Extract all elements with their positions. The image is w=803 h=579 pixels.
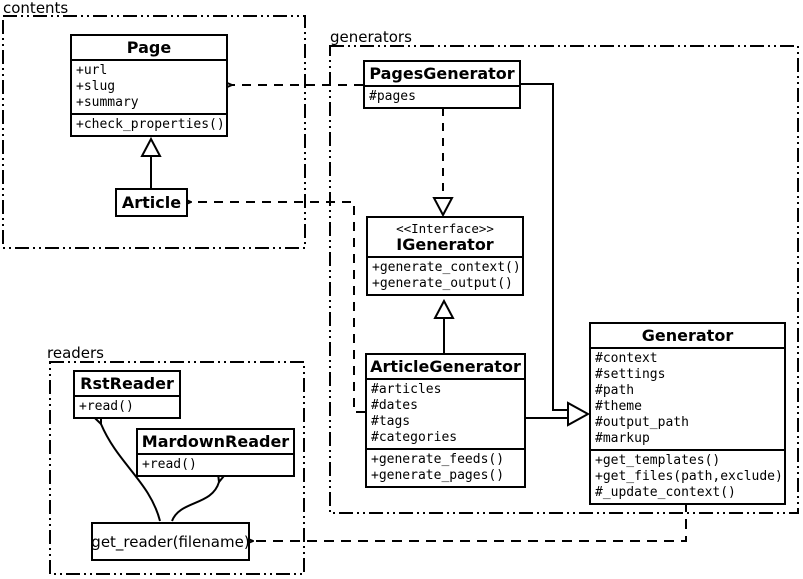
class-article-title: Article [121, 193, 182, 212]
class-page-methods: +check_properties() [72, 113, 226, 135]
class-pagesgenerator-attributes: #pages [365, 85, 519, 107]
class-articlegenerator-methods: +generate_feeds() +generate_pages() [367, 448, 524, 486]
class-pagesgenerator: PagesGenerator #pages [363, 60, 521, 109]
class-articlegenerator-attributes: #articles #dates #tags #categories [367, 378, 524, 448]
class-pagesgenerator-title: PagesGenerator [369, 64, 515, 83]
class-igenerator-title: <<Interface>> IGenerator [368, 218, 522, 256]
class-page-title: Page [126, 38, 172, 57]
class-generator: Generator #context #settings #path #them… [589, 322, 786, 505]
class-page: Page +url +slug +summary +check_properti… [70, 34, 228, 137]
class-article: Article [115, 188, 188, 217]
class-igenerator-stereotype: <<Interface>> [396, 221, 494, 236]
function-get-reader: get_reader(filename) [91, 522, 250, 561]
class-articlegenerator: ArticleGenerator #articles #dates #tags … [365, 353, 526, 488]
class-mardownreader: MardownReader +read() [136, 428, 295, 477]
class-page-attributes: +url +slug +summary [72, 59, 226, 113]
edge-pagesgenerator-generator [520, 83, 568, 411]
class-mardownreader-methods: +read() [138, 453, 293, 475]
class-generator-title: Generator [641, 326, 734, 345]
edge-generator-getreader [253, 502, 687, 541]
package-label-generators: generators [330, 28, 412, 46]
edge-articlegenerator-article [191, 202, 365, 413]
package-label-contents: contents [3, 0, 69, 17]
class-generator-attributes: #context #settings #path #theme #output_… [591, 347, 784, 449]
class-igenerator-methods: +generate_context() +generate_output() [368, 256, 522, 294]
edge-getreader-rstreader [101, 424, 161, 522]
class-rstreader-title: RstReader [80, 374, 174, 393]
function-get-reader-label: get_reader(filename) [91, 532, 250, 551]
edge-getreader-mardownreader [171, 482, 219, 522]
class-articlegenerator-title: ArticleGenerator [370, 357, 521, 376]
class-rstreader: RstReader +read() [73, 370, 181, 419]
package-generators-border [329, 45, 799, 514]
package-label-readers: readers [47, 344, 104, 362]
package-contents-border [2, 15, 306, 249]
class-igenerator: <<Interface>> IGenerator +generate_conte… [366, 216, 524, 296]
class-mardownreader-title: MardownReader [141, 432, 290, 451]
package-readers-border [49, 361, 305, 575]
generalization-triangle-generator [567, 401, 591, 427]
class-rstreader-methods: +read() [75, 395, 179, 417]
class-generator-methods: +get_templates() +get_files(path,exclude… [591, 449, 784, 503]
